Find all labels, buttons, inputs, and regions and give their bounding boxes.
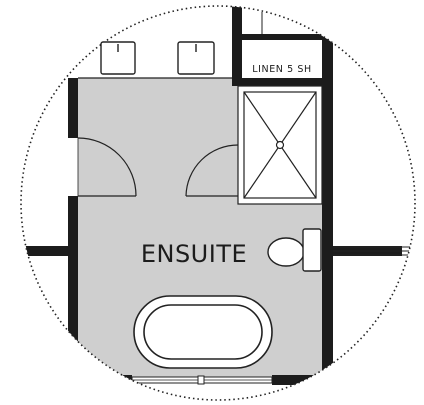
- left-wall: [21, 78, 78, 376]
- sink-icon: [100, 41, 136, 75]
- window-icon: [333, 246, 415, 256]
- linen-closet-walls: [232, 6, 322, 86]
- linen-closet-label: LINEN 5 SH: [252, 64, 312, 75]
- door-swing-icon: [185, 144, 239, 197]
- bathtub-icon: [133, 295, 273, 369]
- toilet-icon: [267, 228, 322, 272]
- bottom-wall: [78, 375, 332, 385]
- detail-boundary: [20, 5, 416, 401]
- room-label: ENSUITE: [141, 240, 247, 268]
- door-swing-icon: [77, 137, 137, 197]
- sink-icon: [177, 41, 215, 75]
- right-wall: [322, 6, 402, 400]
